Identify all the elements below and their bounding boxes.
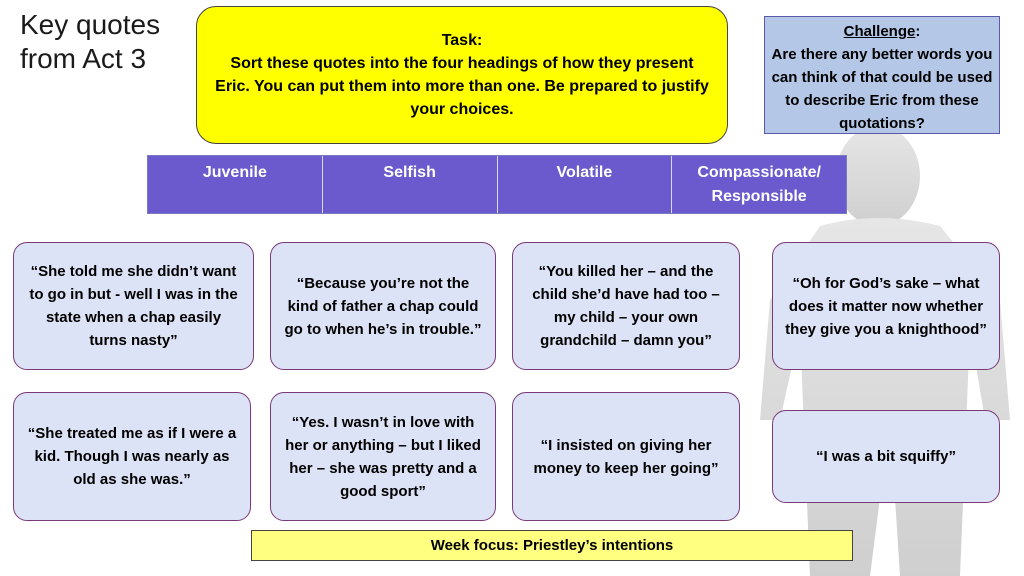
heading-juvenile: Juvenile: [148, 156, 323, 213]
challenge-body: Are there any better words you can think…: [771, 46, 993, 132]
challenge-heading: Challenge: [843, 23, 916, 40]
quote-card[interactable]: “She told me she didn’t want to go in bu…: [13, 242, 254, 370]
quote-card[interactable]: “I was a bit squiffy”: [772, 410, 1000, 503]
task-body: Sort these quotes into the four headings…: [215, 55, 709, 118]
week-focus-banner: Week focus: Priestley’s intentions: [251, 530, 853, 561]
quote-card[interactable]: “Because you’re not the kind of father a…: [270, 242, 496, 370]
heading-compassionate-responsible: Compassionate/ Responsible: [672, 156, 846, 213]
task-box: Task: Sort these quotes into the four he…: [196, 6, 728, 144]
quote-card[interactable]: “Yes. I wasn’t in love with her or anyth…: [270, 392, 496, 521]
heading-selfish: Selfish: [322, 156, 498, 213]
headings-table: Juvenile Selfish Volatile Compassionate/…: [147, 155, 847, 214]
heading-volatile: Volatile: [497, 156, 673, 213]
quote-card[interactable]: “Oh for God’s sake – what does it matter…: [772, 242, 1000, 370]
challenge-box: Challenge: Are there any better words yo…: [764, 16, 1000, 134]
quote-card[interactable]: “She treated me as if I were a kid. Thou…: [13, 392, 251, 521]
task-heading: Task:: [441, 32, 483, 49]
challenge-colon: :: [915, 23, 921, 40]
quote-card[interactable]: “I insisted on giving her money to keep …: [512, 392, 740, 521]
quote-card[interactable]: “You killed her – and the child she’d ha…: [512, 242, 740, 370]
slide-title: Key quotes from Act 3: [20, 9, 161, 74]
